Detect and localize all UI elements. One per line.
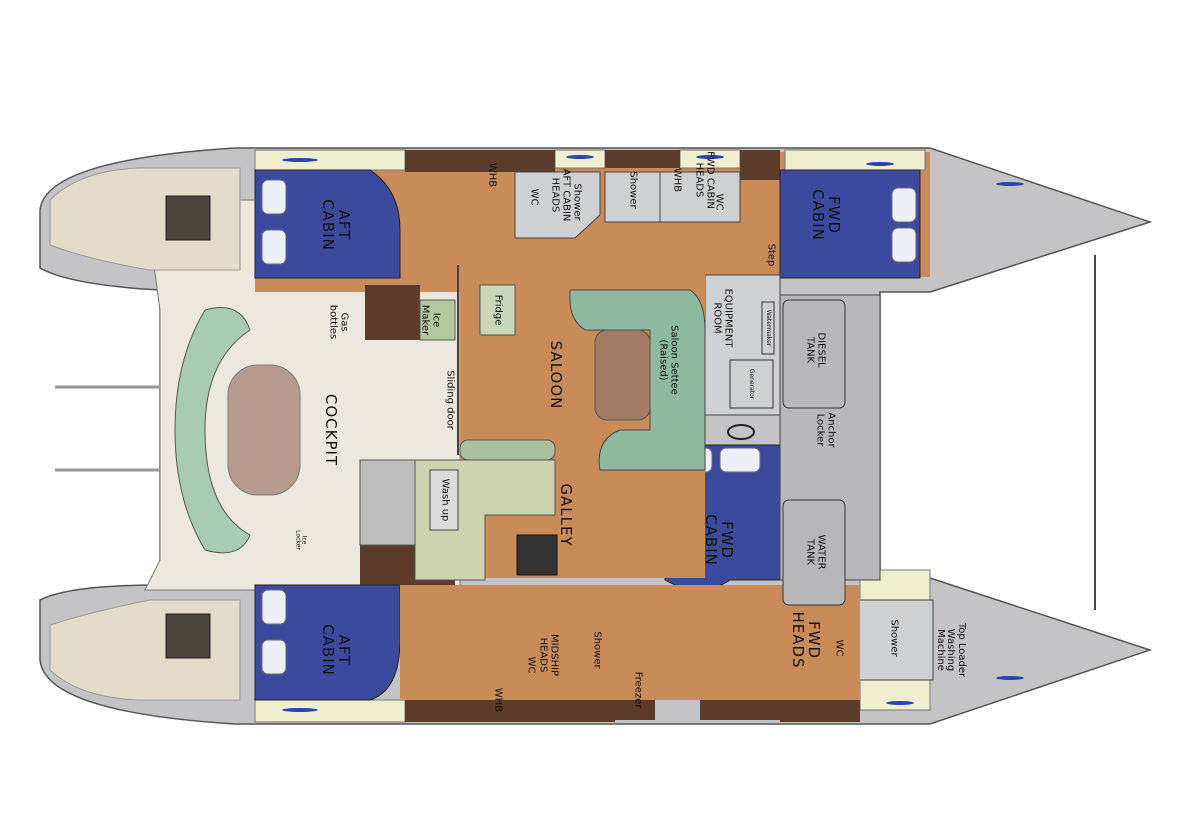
saloon-settee-label: Saloon Settee (Raised) (658, 325, 680, 395)
fridge-label: Fridge (492, 294, 504, 326)
cockpit-table (227, 364, 301, 496)
fwd-heads-label: FWD HEADS (789, 611, 823, 669)
fwd-shower-label: Shower (888, 619, 900, 657)
whb-aft-top-label: WHB (486, 162, 498, 188)
washing-machine-label: Top Loader Washing Machine (934, 622, 967, 678)
whb-fwd-top-label: WHB (671, 167, 683, 193)
davits (55, 385, 160, 472)
water-tank-label: WATER TANK (805, 534, 827, 570)
aft-heads-wc-label: WC (528, 188, 540, 206)
cockpit-settee (174, 307, 251, 554)
fwd-cabin-heads-wc-label: WC (713, 193, 725, 211)
saloon-label: SALOON (546, 340, 565, 410)
midship-wc-label: WC (525, 656, 537, 674)
sliding-door-label: Sliding door (444, 370, 456, 430)
aft-cabin-heads-label: AFT CABIN HEADS (550, 168, 572, 222)
fwd-heads-wc-label: WC (833, 639, 845, 657)
generator-label: Generator (748, 368, 756, 400)
saloon-settee (569, 289, 706, 471)
equipment-room-label: EQUIPMENT ROOM (712, 288, 734, 348)
hatches (282, 155, 1024, 712)
gas-bottles-label: Gas bottles (328, 304, 350, 340)
midship-shower-label: Shower (591, 631, 603, 669)
watermaker-label: Watermaker (765, 309, 773, 347)
whb-bottom-label: WHB (492, 687, 504, 713)
aft-cabin-top-label: AFT CABIN (319, 199, 353, 251)
aft-heads-shower-label: Shower (571, 183, 583, 221)
step-label: Step (765, 243, 777, 267)
fwd-cabin-shower-label: Shower (627, 171, 639, 209)
freezer-label: Freezer (632, 671, 644, 709)
fwd-cabin-top-label: FWD CABIN (809, 189, 843, 241)
wash-up-label: Wash up (439, 478, 451, 522)
diesel-tank-label: DIESEL TANK (805, 332, 827, 368)
anchor-locker-label: Anchor Locker (815, 412, 837, 448)
fwd-cabin-heads-label: FWD CABIN HEADS (694, 151, 716, 209)
pillows (261, 179, 917, 675)
cockpit-label: COCKPIT (321, 393, 340, 467)
stern-steps (49, 167, 241, 701)
ice-maker-label: Ice Maker (420, 304, 442, 336)
fwd-cabin-mid-label: FWD CABIN (702, 514, 736, 566)
aft-cabin-bottom-label: AFT CABIN (319, 624, 353, 676)
galley-label: GALLEY (556, 483, 575, 547)
midship-heads-label: MIDSHIP HEADS (538, 633, 560, 677)
ice-locker-label: Ice Locker (294, 530, 308, 550)
stove (516, 534, 558, 576)
